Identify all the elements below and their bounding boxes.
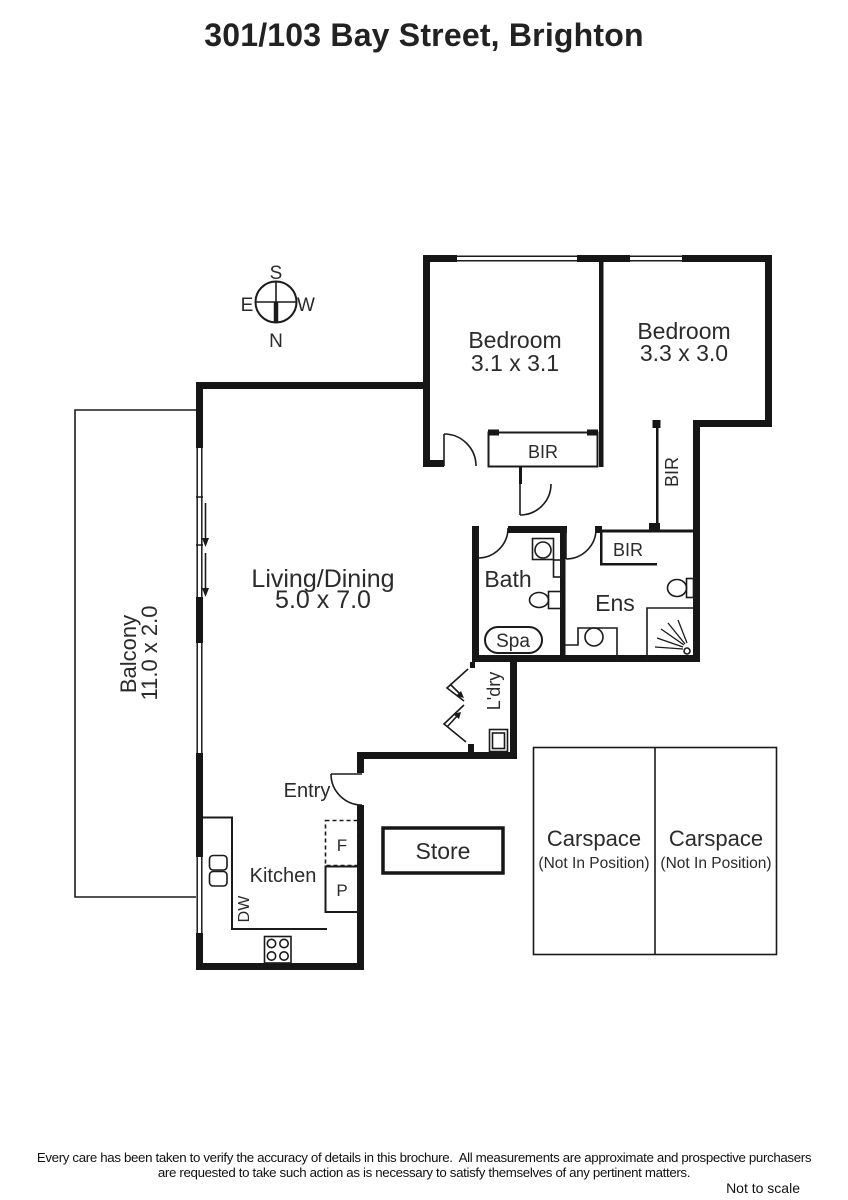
fixtures [203,537,695,964]
shower [646,607,693,662]
bedroom1-label: Bedroom [468,327,561,353]
laundry-label: L'dry [484,672,504,710]
exterior-walls [196,255,772,970]
interior-walls [487,262,693,566]
doors [330,433,597,806]
dishwasher-label: DW [236,895,253,923]
bir-bed1-label: BIR [528,442,558,462]
compass-north: N [269,331,283,352]
compass-east: E [241,295,254,316]
compass-south: S [270,263,283,284]
laundry-bifold-doors [442,668,469,743]
bedroom1-dims: 3.1 x 3.1 [471,350,559,376]
stove [263,935,292,964]
living-dims: 5.0 x 7.0 [275,586,371,614]
disclaimer-line1: Every care has been taken to verify the … [36,1150,812,1165]
pantry-label: P [336,881,347,900]
spa-label: Spa [496,631,530,652]
living-label: Living/Dining [251,565,394,593]
laundry-trough [488,728,509,753]
compass-rose: S E W N [241,263,315,352]
balcony-dims: 11.0 x 2.0 [137,606,162,701]
compass-west: W [297,295,315,316]
carspace-box [532,746,778,956]
disclaimer: Every care has been taken to verify the … [0,1150,848,1180]
store-box [381,826,505,875]
sliding-door-arrows [202,503,209,597]
windows [196,255,682,933]
bath-label: Bath [484,566,531,592]
bedroom2-dims: 3.3 x 3.0 [640,340,728,366]
carspace-left-note: (Not In Position) [538,855,649,872]
spa-tub [484,626,543,654]
store-label: Store [416,838,471,864]
dishwasher-unit [208,854,228,887]
kitchen-label: Kitchen [250,865,317,887]
page-title: 301/103 Bay Street, Brighton [204,17,644,53]
toilet-ens [666,577,695,599]
disclaimer-line2: are requested to take such action as is … [157,1165,691,1180]
toilet-bath [531,537,563,578]
vanity-ens [565,627,618,661]
bedroom2-label: Bedroom [637,318,730,344]
carspace-right-label: Carspace [669,826,763,851]
entry-label: Entry [284,780,331,802]
carspace-right-note: (Not In Position) [660,855,771,872]
scale-note: Not to scale [726,1180,800,1196]
kitchen-counter [203,816,327,930]
bir-ens-label: BIR [613,540,643,560]
bir-corridor-label: BIR [662,457,682,487]
ens-label: Ens [595,590,635,616]
basin-bath [528,590,563,610]
fridge-label: F [337,836,347,855]
carspace-left-label: Carspace [547,826,641,851]
pantry-box [324,865,359,913]
balcony-outline [74,409,196,898]
room-labels: Bedroom 3.1 x 3.1 Bedroom 3.3 x 3.0 Livi… [116,318,772,922]
balcony-label: Balcony [116,615,141,693]
